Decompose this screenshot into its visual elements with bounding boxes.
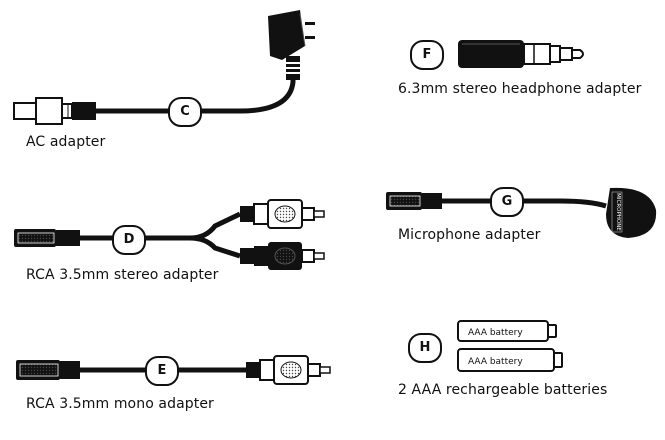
letter-badge-e: E xyxy=(145,356,179,386)
caption-microphone-adapter: Microphone adapter xyxy=(398,227,541,243)
rca-stereo-adapter-illustration xyxy=(14,199,325,270)
letter-badge-g: G xyxy=(490,187,524,217)
caption-headphone-adapter: 6.3mm stereo headphone adapter xyxy=(398,81,642,97)
aaa-batteries-illustration: AAA battery AAA battery xyxy=(457,320,563,372)
letter-badge-c: C xyxy=(168,97,202,127)
caption-rca-mono-adapter: RCA 3.5mm mono adapter xyxy=(26,396,214,412)
rca-mono-adapter-illustration xyxy=(16,355,331,385)
caption-ac-adapter: AC adapter xyxy=(26,134,106,150)
letter-badge-d: D xyxy=(112,225,146,255)
caption-aaa-batteries: 2 AAA rechargeable batteries xyxy=(398,382,608,398)
microphone-adapter-illustration: MICROPHONE xyxy=(386,187,657,238)
headphone-adapter-illustration xyxy=(458,40,584,68)
microphone-brand-label: MICROPHONE xyxy=(615,193,621,231)
ac-adapter-illustration xyxy=(13,10,315,125)
caption-rca-stereo-adapter: RCA 3.5mm stereo adapter xyxy=(26,267,219,283)
letter-badge-h: H xyxy=(408,333,442,363)
battery-label-2: AAA battery xyxy=(468,357,523,367)
letter-badge-f: F xyxy=(410,40,444,70)
battery-label-1: AAA battery xyxy=(468,328,523,338)
